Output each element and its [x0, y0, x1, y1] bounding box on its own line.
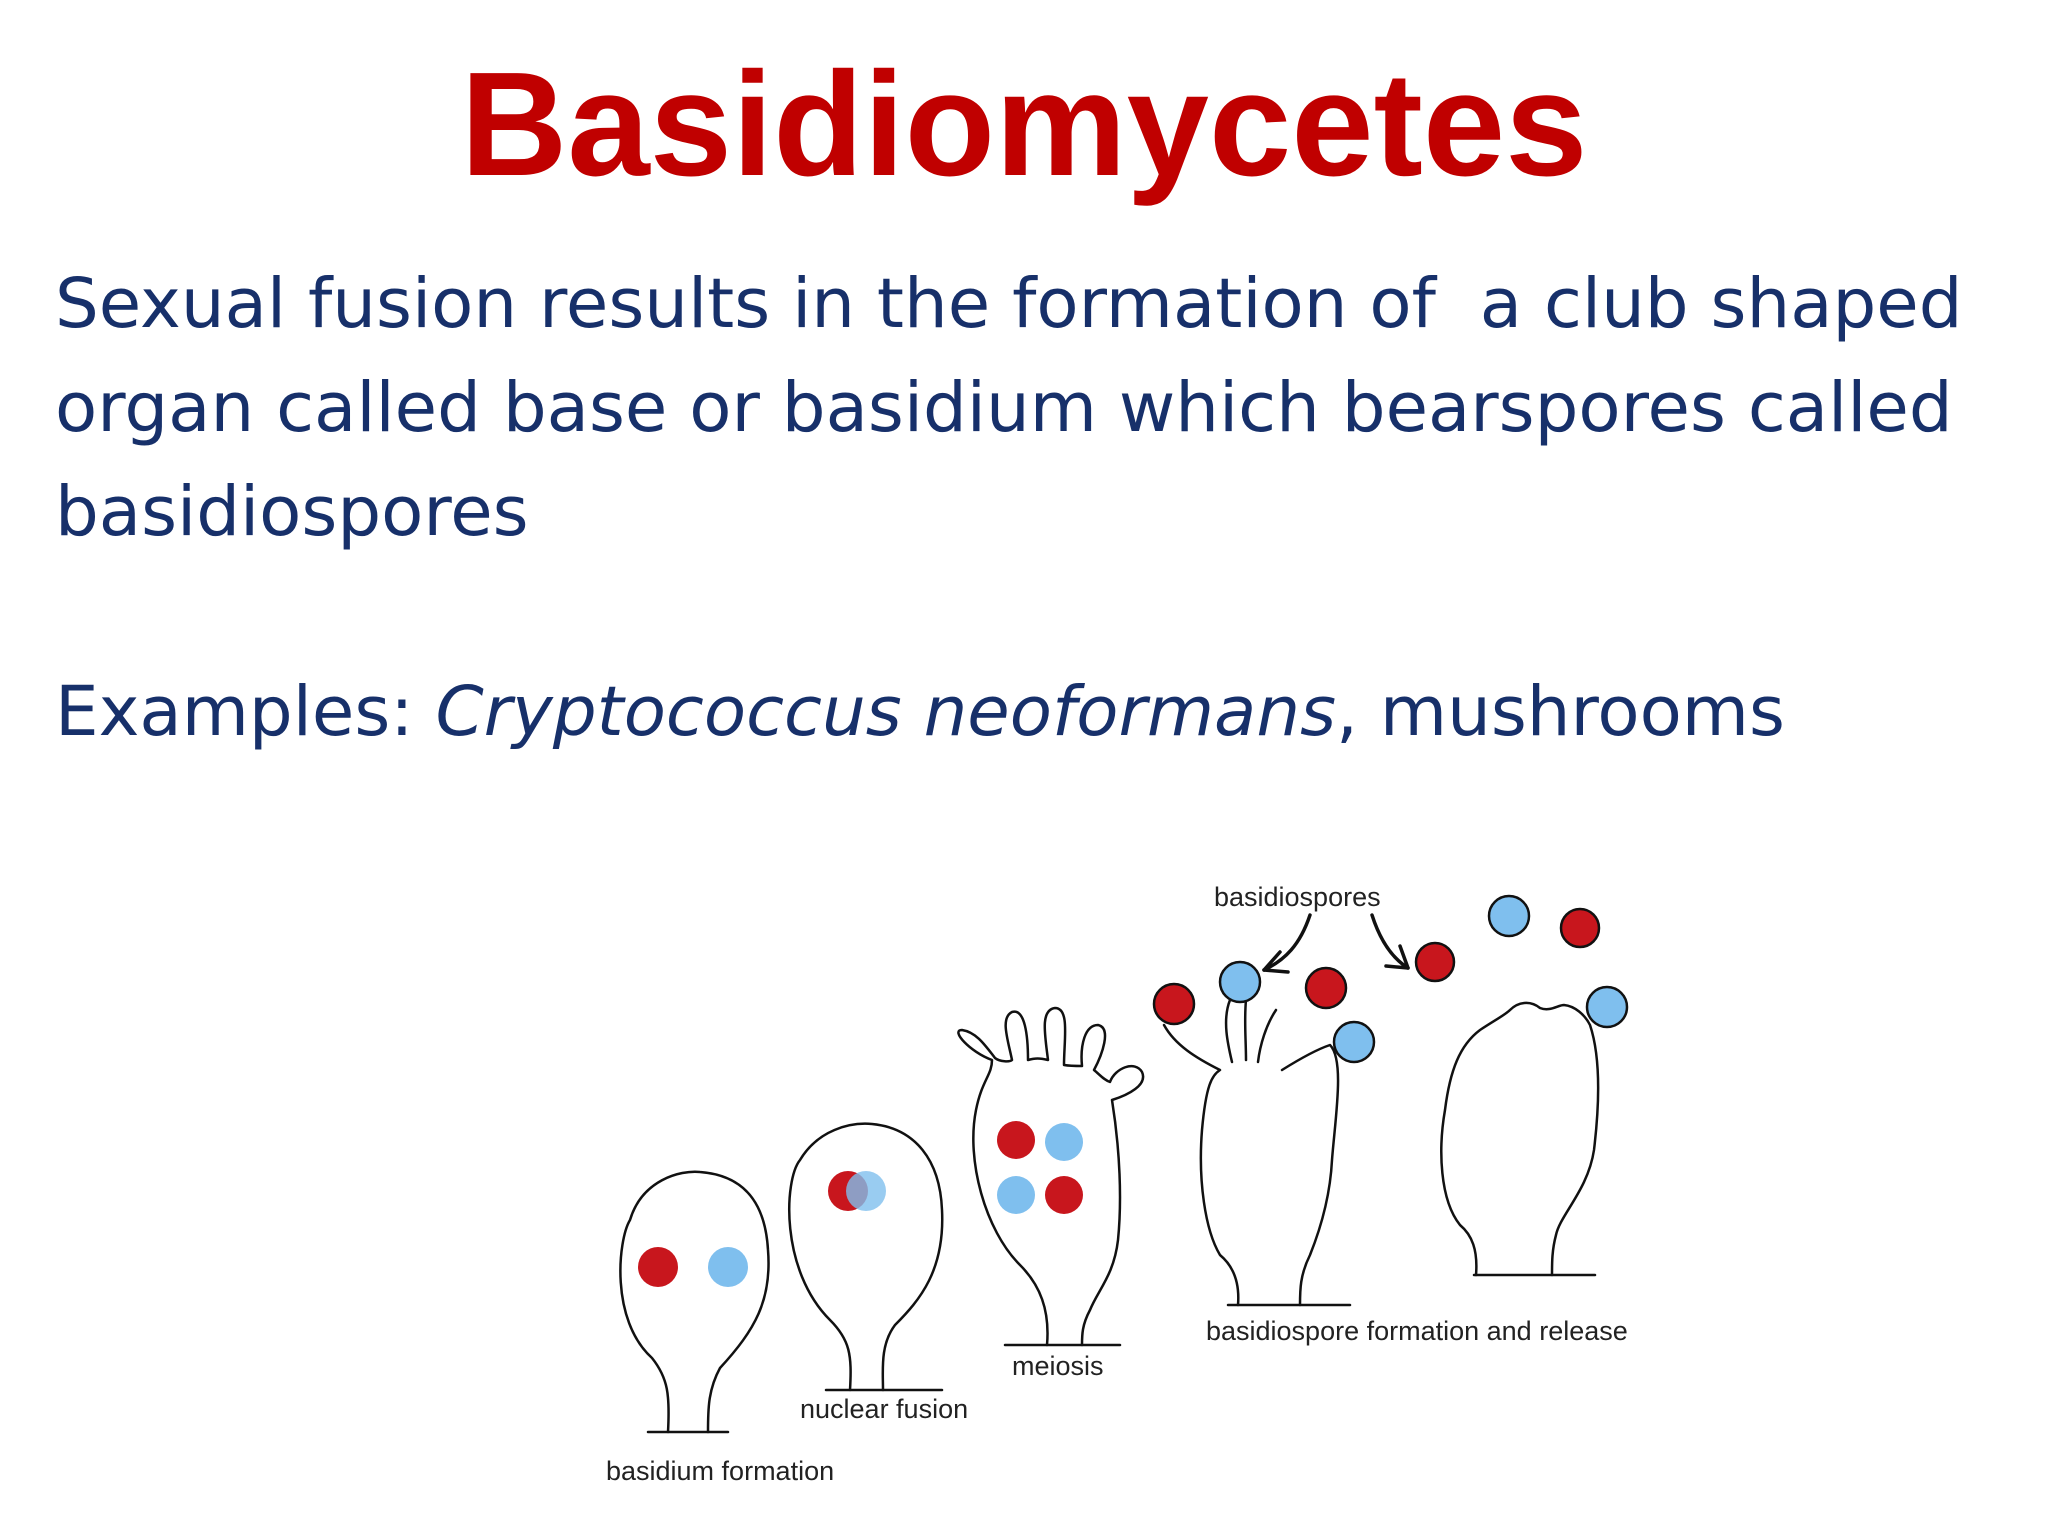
examples-species: Cryptococcus neoformans	[435, 672, 1337, 752]
spore-blue-released-1	[1487, 894, 1531, 938]
nucleus-blue-stage-1	[708, 1247, 748, 1287]
label-nuclear-fusion: nuclear fusion	[800, 1394, 968, 1424]
spore-red-released-1	[1414, 941, 1456, 983]
arrow-basidiospores-left-head	[1262, 950, 1290, 974]
spore-blue-4a	[1218, 960, 1262, 1004]
spore-blue-released-2	[1585, 985, 1629, 1029]
label-basidiospore-formation-release: basidiospore formation and release	[1206, 1316, 1628, 1346]
label-basidium-formation: basidium formation	[606, 1456, 834, 1486]
nucleus-red-stage-3a	[997, 1121, 1035, 1159]
basidium-stage-4-outline	[1162, 998, 1340, 1307]
arrow-basidiospores-right-head	[1384, 944, 1410, 970]
label-basidiospores: basidiospores	[1214, 882, 1381, 912]
basidium-stage-5-outline	[1440, 1001, 1600, 1277]
examples-prefix: Examples:	[55, 672, 436, 752]
examples-suffix: , mushrooms	[1336, 672, 1785, 752]
nucleus-blue-stage-3b	[997, 1176, 1035, 1214]
arrow-basidiospores-right	[1370, 913, 1410, 970]
spore-blue-4b	[1332, 1020, 1376, 1064]
basidium-stage-2-outline	[788, 1122, 944, 1392]
basidium-stage-1-outline	[619, 1170, 770, 1434]
basidium-stage-3-outline	[957, 1006, 1145, 1347]
nucleus-red-stage-1	[638, 1247, 678, 1287]
spore-red-released-2	[1559, 907, 1601, 949]
nucleus-red-stage-3b	[1045, 1176, 1083, 1214]
spore-red-4b	[1304, 966, 1348, 1010]
spore-red-4a	[1152, 982, 1196, 1026]
nucleus-blue-stage-3a	[1045, 1123, 1083, 1161]
description-text: Sexual fusion results in the formation o…	[55, 264, 1985, 552]
examples-line: Examples: Cryptococcus neoformans, mushr…	[55, 660, 2015, 764]
arrow-basidiospores-left	[1262, 913, 1312, 972]
slide-title: Basidiomycetes	[460, 42, 1588, 207]
label-meiosis: meiosis	[1012, 1351, 1104, 1381]
nucleus-blue-stage-2	[846, 1171, 886, 1211]
